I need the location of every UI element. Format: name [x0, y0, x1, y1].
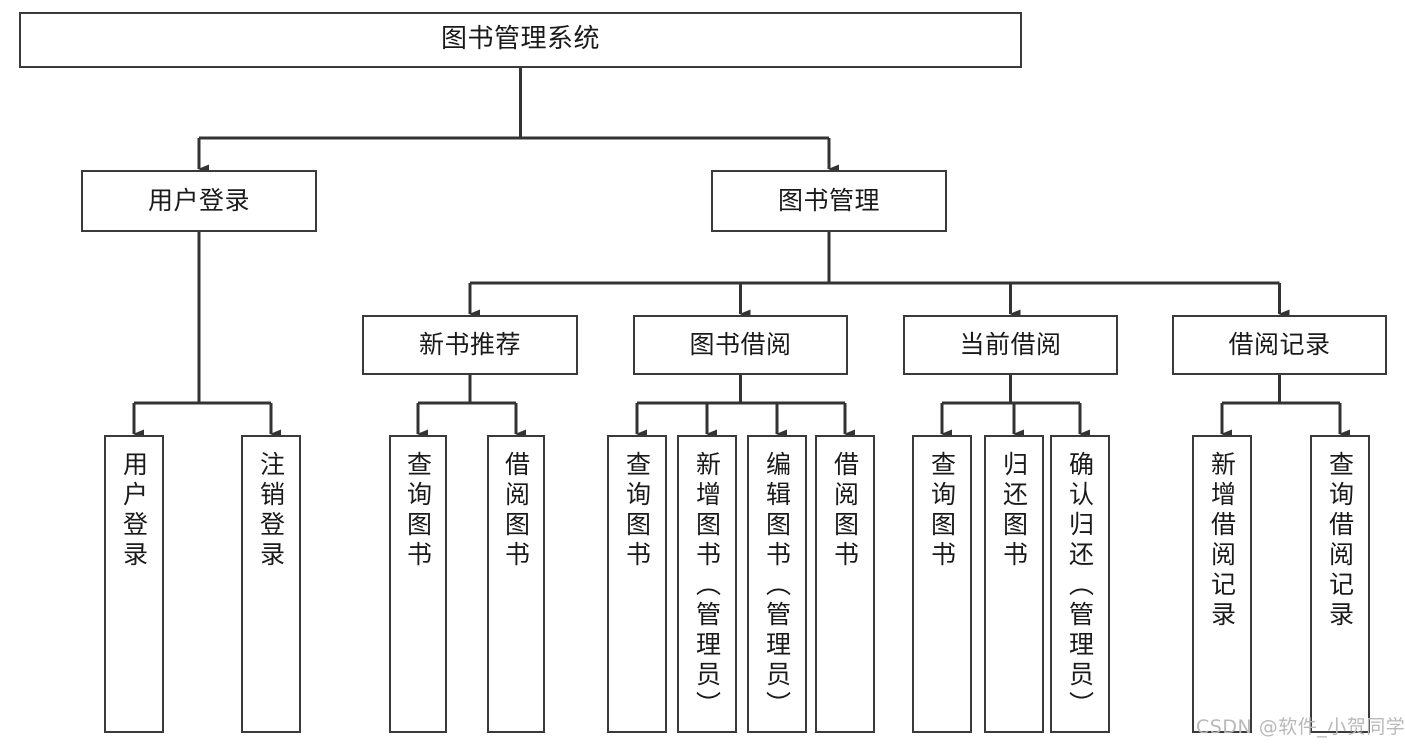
csdn-watermark: CSDN @软件_小贺同学 — [1196, 716, 1405, 738]
node-leaf-edit-book-admin[interactable]: 编辑图书（管理员） — [747, 435, 807, 733]
node-label: 查询图书 — [403, 451, 433, 571]
node-label: 归还图书 — [999, 451, 1029, 571]
node-borrow-record[interactable]: 借阅记录 — [1172, 315, 1387, 375]
node-label: 编辑图书（管理员） — [762, 451, 792, 721]
node-leaf-user-login[interactable]: 用户登录 — [104, 435, 164, 733]
node-leaf-user-logout[interactable]: 注销登录 — [241, 435, 301, 733]
node-leaf-query-borrow-record[interactable]: 查询借阅记录 — [1310, 435, 1370, 733]
node-leaf-add-borrow-record[interactable]: 新增借阅记录 — [1192, 435, 1252, 733]
node-leaf-confirm-return-admin[interactable]: 确认归还（管理员） — [1050, 435, 1110, 733]
node-label: 确认归还（管理员） — [1065, 451, 1095, 721]
node-book-management[interactable]: 图书管理 — [711, 170, 947, 232]
node-leaf-borrow-book[interactable]: 借阅图书 — [815, 435, 875, 733]
node-label: 查询图书 — [927, 451, 957, 571]
node-label: 用户登录 — [147, 186, 250, 215]
node-label: 新增借阅记录 — [1207, 451, 1237, 631]
node-label: 查询借阅记录 — [1325, 451, 1355, 631]
node-current-borrowing[interactable]: 当前借阅 — [903, 315, 1118, 375]
node-label: 查询图书 — [622, 451, 652, 571]
node-user-login[interactable]: 用户登录 — [81, 170, 317, 232]
node-leaf-query-book[interactable]: 查询图书 — [607, 435, 667, 733]
node-label: 借阅图书 — [501, 451, 531, 571]
node-leaf-return-book[interactable]: 归还图书 — [984, 435, 1044, 733]
node-label: 用户登录 — [119, 451, 149, 571]
node-label: 图书管理系统 — [440, 24, 600, 55]
node-leaf-borrow-book-recommendation[interactable]: 借阅图书 — [487, 435, 545, 733]
node-label: 注销登录 — [256, 451, 286, 571]
node-label: 借阅图书 — [830, 451, 860, 571]
node-leaf-add-book-admin[interactable]: 新增图书（管理员） — [677, 435, 737, 733]
node-leaf-query-book-recommendation[interactable]: 查询图书 — [389, 435, 447, 733]
node-root-book-management-system[interactable]: 图书管理系统 — [19, 12, 1022, 68]
node-book-borrowing[interactable]: 图书借阅 — [633, 315, 848, 375]
node-label: 图书管理 — [777, 186, 880, 215]
node-label: 借阅记录 — [1228, 330, 1331, 359]
node-label: 图书借阅 — [689, 330, 792, 359]
node-leaf-query-current-book[interactable]: 查询图书 — [912, 435, 972, 733]
node-new-book-recommendation[interactable]: 新书推荐 — [362, 315, 578, 375]
node-label: 新增图书（管理员） — [692, 451, 722, 721]
node-label: 当前借阅 — [959, 330, 1062, 359]
node-label: 新书推荐 — [418, 330, 521, 359]
